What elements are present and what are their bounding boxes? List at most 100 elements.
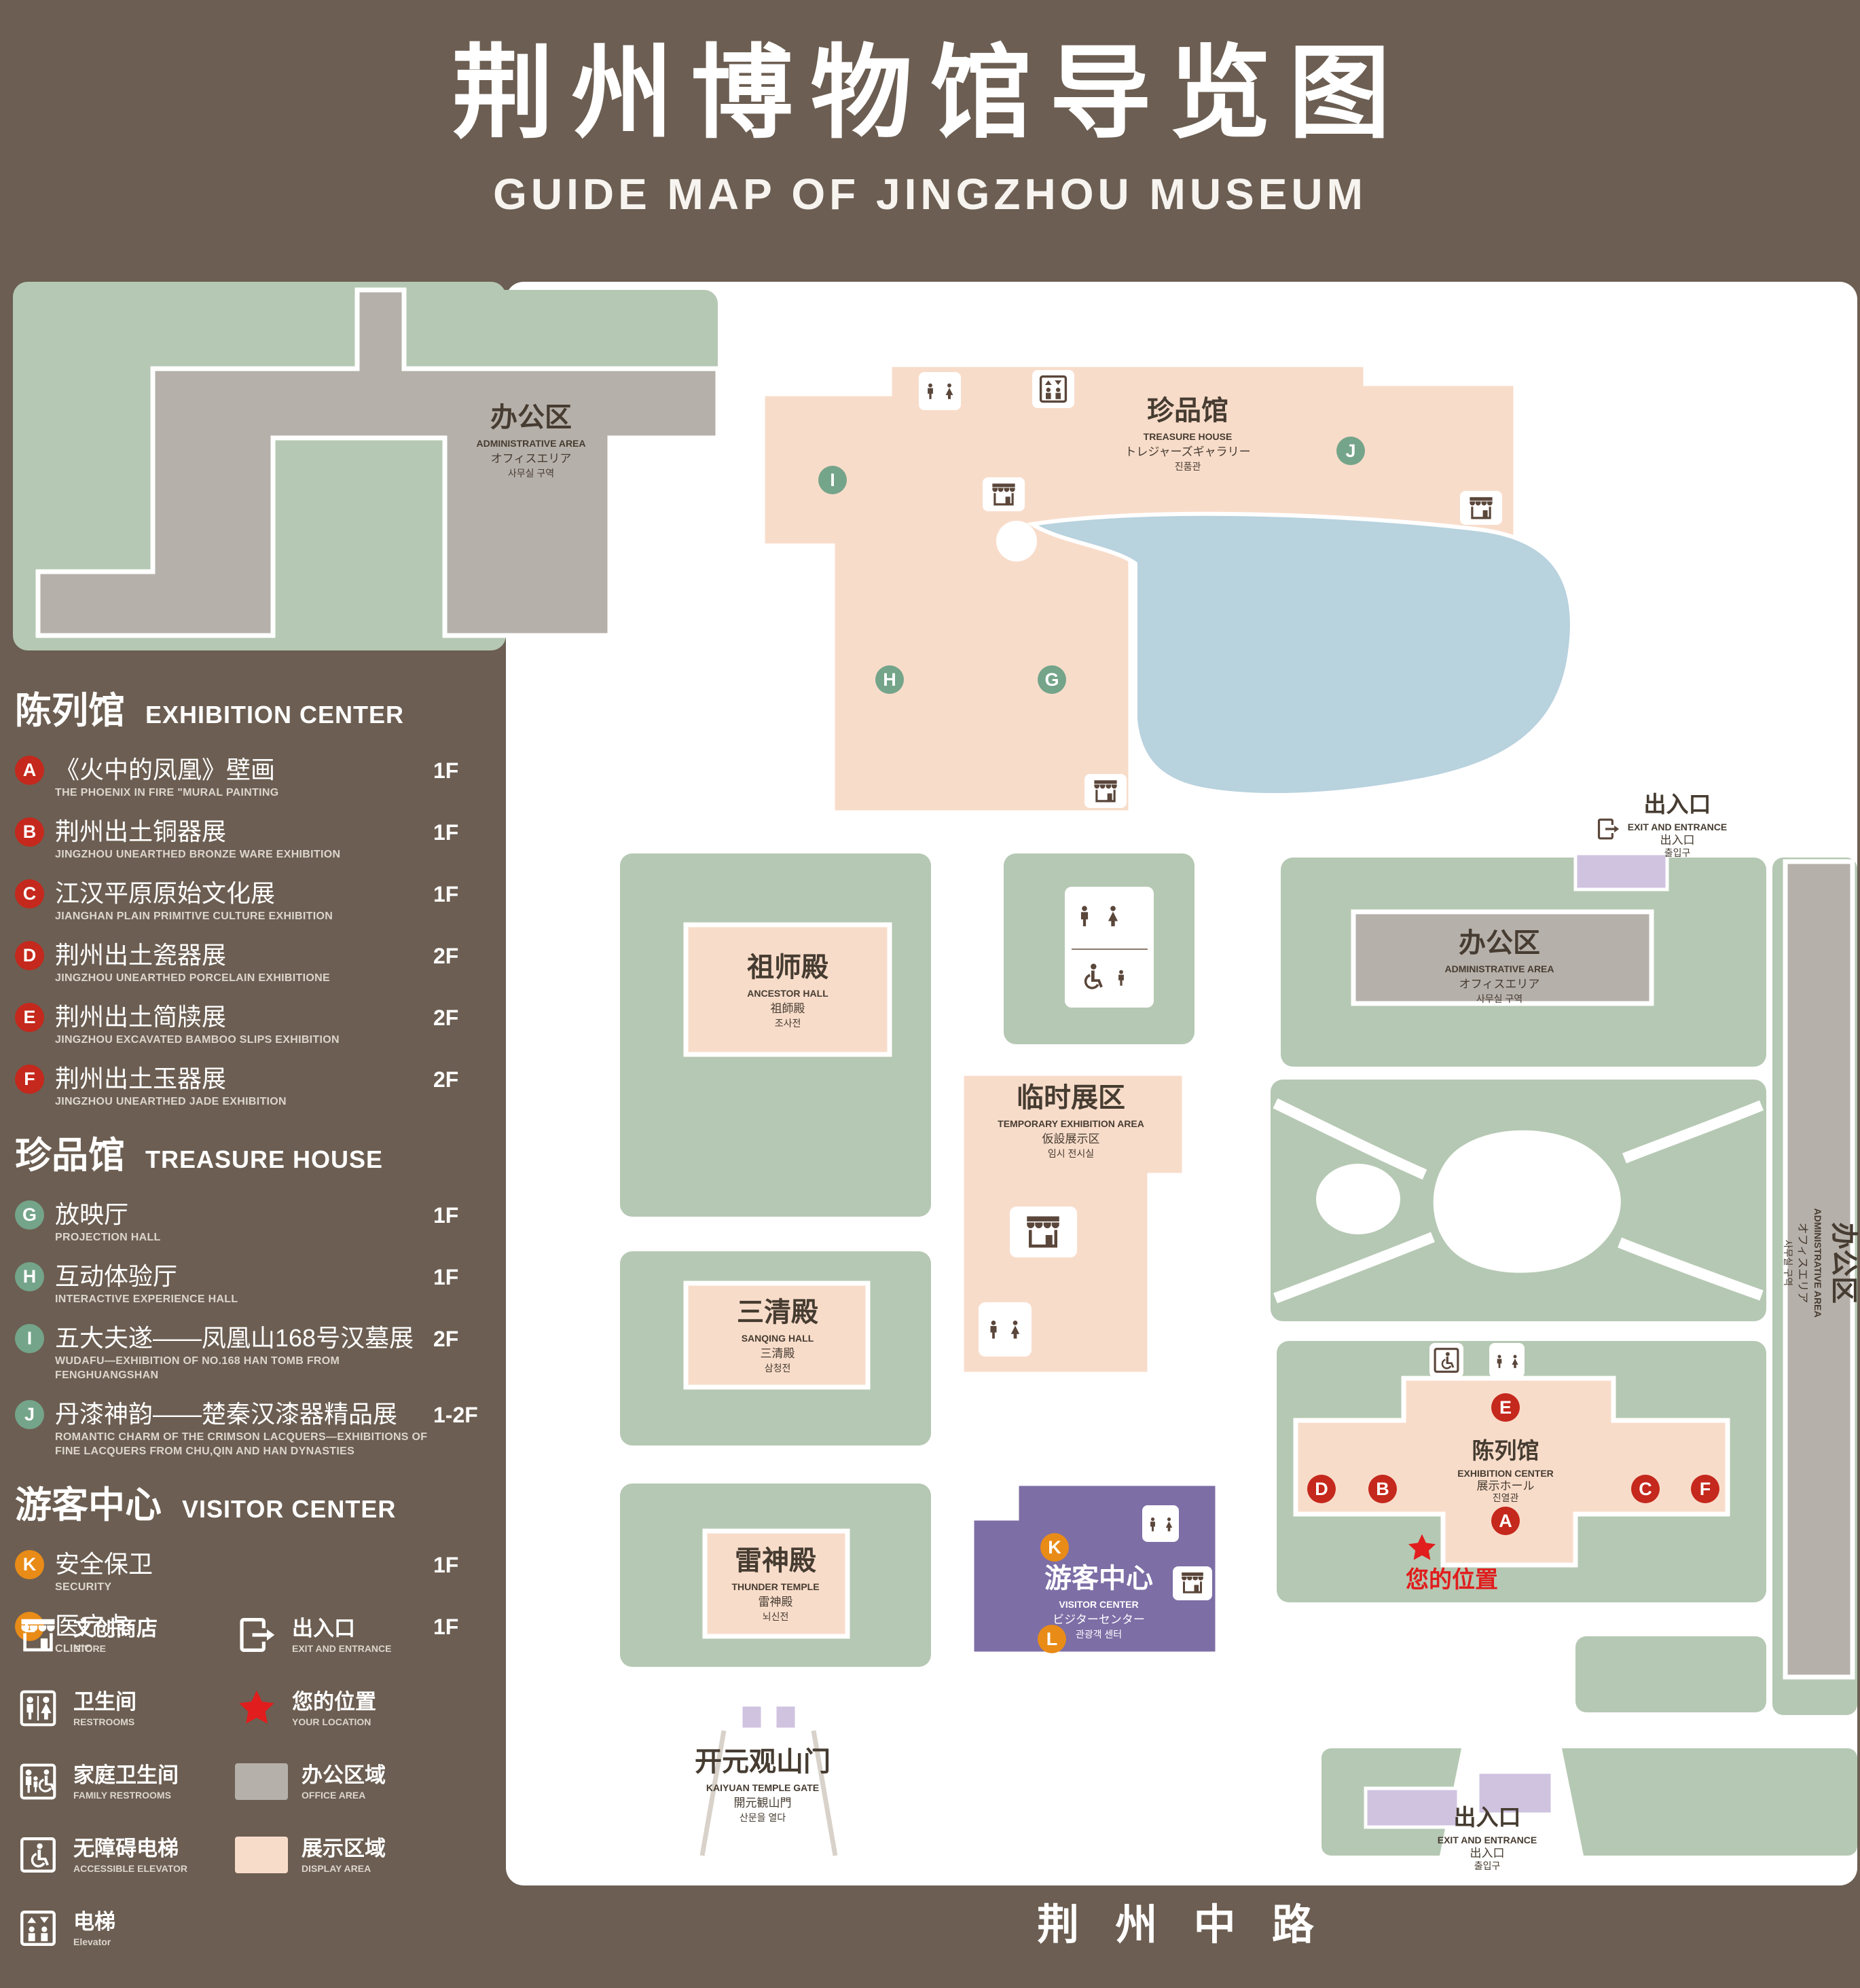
section-exhibition-center: 陈列馆 EXHIBITION CENTER (15, 680, 501, 734)
item-name-en: JINGZHOU UNEARTHED PORCELAIN EXHIBITIONE (55, 972, 330, 984)
legend-symbol-store: 文创商店 STORE (16, 1613, 235, 1657)
building-thunder-temple (702, 1528, 850, 1639)
symbol-label-zh: 展示区域 (302, 1836, 386, 1860)
label-jp: トレジャーズギャラリー (1125, 445, 1250, 458)
restroom-icon (979, 1302, 1032, 1357)
svg-text:E: E (1499, 1397, 1512, 1418)
zone-southeast-patch (1575, 1636, 1766, 1712)
label-ancestor-hall: 祖师殿 ANCESTOR HALL 祖師殿 조사전 (747, 953, 828, 1029)
label-en: ANCESTOR HALL (747, 988, 828, 999)
facility-icons (919, 370, 1627, 1600)
svg-text:H: H (883, 669, 896, 690)
label-jp: 開元観山門 (734, 1797, 792, 1809)
marker-f: F (1691, 1475, 1719, 1503)
label-kr: 뇌신전 (763, 1611, 789, 1622)
label-zh: 祖师殿 (747, 953, 828, 982)
label-jp: オフィスエリア (1796, 1223, 1809, 1304)
svg-text:K: K (1048, 1537, 1061, 1558)
symbol-label-zh: 家庭卫生间 (73, 1763, 179, 1787)
marker-e: E (1491, 1393, 1520, 1422)
store-icon (983, 477, 1025, 511)
label-temporary-exhibition: 临时展区 TEMPORARY EXHIBITION AREA 仮設展示区 임시 … (998, 1083, 1144, 1159)
section-title-zh: 珍品馆 (15, 1135, 125, 1176)
label-admin-northwest: 办公区 ADMINISTRATIVE AREA オフィスエリア 사무실 구역 (477, 403, 586, 479)
label-exit-south: 出入口 EXIT AND ENTRANCE 出入口 출입구 (1438, 1805, 1537, 1871)
elevator-icon (16, 1907, 60, 1950)
item-name-zh: 医疗点 (55, 1612, 129, 1640)
marker-g-badge: G (15, 1200, 44, 1230)
label-kr: 임시 전시실 (1048, 1148, 1094, 1159)
symbol-label-en: ACCESSIBLE ELEVATOR (73, 1862, 188, 1874)
svg-text:I: I (830, 470, 835, 490)
map-markers: I J H G E D B A C F K L (818, 437, 1719, 1653)
garden-pond-shape (1433, 1130, 1621, 1273)
label-en: EXIT AND ENTRANCE (1438, 1835, 1537, 1845)
symbol-label-en: Elevator (73, 1936, 111, 1947)
building-gate-west (739, 1703, 765, 1731)
building-exhibition-center (1293, 1376, 1730, 1568)
label-zh: 开元观山门 (695, 1747, 831, 1777)
garden-paths (1273, 1098, 1764, 1304)
marker-h-badge: H (15, 1262, 44, 1291)
building-admin-east-strip (1783, 859, 1855, 1680)
road-label: 荆 州 中 路 (1037, 1902, 1326, 1949)
marker-g: G (1038, 665, 1066, 694)
floor-label: 1F (433, 758, 459, 783)
item-name-zh: 丹漆神韵——楚秦汉漆器精品展 (55, 1400, 398, 1428)
store-icon (1010, 1207, 1077, 1257)
marker-a: A (1491, 1507, 1520, 1535)
symbol-label-en: RESTROOMS (73, 1716, 135, 1727)
item-name-zh: 江汉平原原始文化展 (55, 879, 276, 907)
gate-path-lines (699, 1730, 838, 1856)
label-zh: 临时展区 (1017, 1083, 1125, 1113)
label-zh: 珍品馆 (1147, 396, 1228, 426)
symbol-label-zh: 文创商店 (73, 1616, 158, 1640)
restroom-family-icon (1065, 887, 1154, 1008)
label-zh: 三清殿 (737, 1297, 818, 1327)
marker-d-badge: D (15, 941, 44, 970)
label-en: VISITOR CENTER (1059, 1599, 1138, 1610)
store-icon (16, 1613, 60, 1657)
symbol-label-zh: 办公区域 (302, 1763, 386, 1787)
marker-b: B (1368, 1475, 1397, 1503)
garden-path-nw (1273, 1098, 1427, 1180)
family-restroom-icon (16, 1760, 60, 1803)
building-ancestor-hall (683, 922, 892, 1057)
floor-label: 1-2F (433, 1403, 478, 1427)
exit-icon (1589, 812, 1627, 846)
store-icon (1173, 1566, 1212, 1600)
elevator-icon (1032, 370, 1074, 408)
label-zh: 办公区 (1829, 1222, 1859, 1304)
label-kr: 사무실 구역 (508, 468, 554, 479)
label-kr: 진품관 (1175, 461, 1201, 472)
marker-f-badge: F (15, 1065, 44, 1094)
marker-k: K (1040, 1533, 1069, 1562)
item-name-zh: 荆州出土简牍展 (55, 1003, 227, 1031)
label-en: TREASURE HOUSE (1144, 431, 1233, 442)
section-title-en: TREASURE HOUSE (145, 1145, 384, 1173)
svg-text:G: G (1044, 669, 1059, 690)
item-name-en: CLINIC (55, 1643, 93, 1655)
exit-icon (235, 1613, 278, 1657)
label-jp: 三清殿 (761, 1347, 795, 1360)
marker-l: L (1038, 1625, 1066, 1653)
item-name-zh: 荆州出土瓷器展 (55, 941, 227, 969)
symbol-label-en: STORE (73, 1642, 106, 1654)
floor-label: 2F (433, 1327, 459, 1351)
marker-b-badge: B (15, 817, 44, 847)
garden-lawn-shape (1316, 1164, 1400, 1234)
